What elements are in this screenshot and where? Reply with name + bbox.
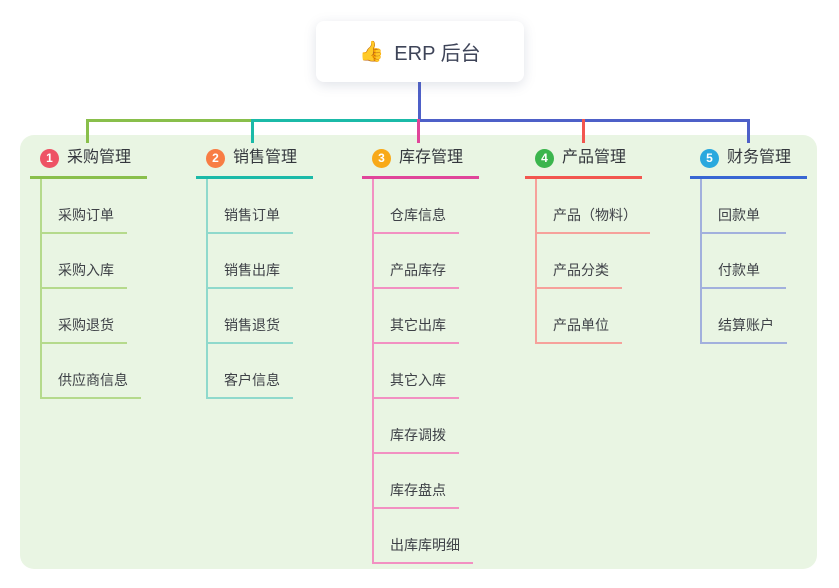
branch-4-children: 产品（物料）产品分类产品单位 [535, 179, 650, 344]
child-node[interactable]: 结算账户 [700, 289, 787, 344]
branch-1-children: 采购订单采购入库采购退货供应商信息 [40, 179, 147, 399]
branch-title-label: 库存管理 [399, 149, 464, 166]
branches-container [20, 135, 817, 569]
child-node[interactable]: 客户信息 [206, 344, 293, 399]
branch-2: 2 销售管理销售订单销售出库销售退货客户信息 [196, 147, 313, 399]
branch-4-header[interactable]: 4 产品管理 [525, 147, 642, 179]
child-node[interactable]: 其它出库 [372, 289, 459, 344]
child-node[interactable]: 采购入库 [40, 234, 127, 289]
child-node[interactable]: 付款单 [700, 234, 786, 289]
child-node[interactable]: 产品库存 [372, 234, 459, 289]
child-node[interactable]: 产品（物料） [535, 179, 650, 234]
branch-3-header[interactable]: 3 库存管理 [362, 147, 479, 179]
child-node[interactable]: 库存调拨 [372, 399, 459, 454]
branch-4: 4 产品管理产品（物料）产品分类产品单位 [525, 147, 650, 344]
branch-number-badge: 1 [40, 148, 59, 168]
branch-2-header[interactable]: 2 销售管理 [196, 147, 313, 179]
child-node[interactable]: 销售出库 [206, 234, 293, 289]
branch-5-header[interactable]: 5 财务管理 [690, 147, 807, 179]
branch-vertical-line [535, 179, 537, 344]
child-node[interactable]: 销售退货 [206, 289, 293, 344]
root-node[interactable]: 👍 ERP 后台 [316, 21, 524, 82]
connector-bus-segment-1 [86, 119, 252, 122]
branch-number-badge: 4 [535, 148, 554, 168]
child-node[interactable]: 销售订单 [206, 179, 293, 234]
branch-1-header[interactable]: 1 采购管理 [30, 147, 147, 179]
thumbs-up-icon: 👍 [359, 40, 385, 63]
child-node[interactable]: 产品单位 [535, 289, 622, 344]
connector-bus-segment-2 [252, 119, 419, 122]
branch-5: 5 财务管理回款单付款单结算账户 [690, 147, 807, 344]
branch-number-badge: 2 [206, 148, 225, 168]
child-node[interactable]: 出库库明细 [372, 509, 473, 564]
branch-title-label: 采购管理 [67, 149, 132, 166]
branch-4-drop-connector [582, 119, 585, 143]
child-node[interactable]: 采购退货 [40, 289, 127, 344]
branch-number-badge: 5 [700, 148, 719, 168]
branch-title-label: 销售管理 [233, 149, 298, 166]
branch-title-label: 产品管理 [562, 149, 627, 166]
branch-vertical-line [372, 179, 374, 564]
child-node[interactable]: 回款单 [700, 179, 786, 234]
branch-2-drop-connector [251, 119, 254, 143]
branch-5-drop-connector [747, 119, 750, 143]
branch-title-label: 财务管理 [727, 149, 792, 166]
root-title: ERP 后台 [394, 43, 481, 65]
branch-5-children: 回款单付款单结算账户 [700, 179, 807, 344]
branch-vertical-line [40, 179, 42, 399]
child-node[interactable]: 采购订单 [40, 179, 127, 234]
root-connector-line [418, 82, 421, 121]
branch-1-drop-connector [86, 119, 89, 143]
child-node[interactable]: 供应商信息 [40, 344, 141, 399]
branch-2-children: 销售订单销售出库销售退货客户信息 [206, 179, 313, 399]
branch-vertical-line [206, 179, 208, 399]
branch-3-children: 仓库信息产品库存其它出库其它入库库存调拨库存盘点出库库明细 [372, 179, 479, 564]
child-node[interactable]: 其它入库 [372, 344, 459, 399]
child-node[interactable]: 库存盘点 [372, 454, 459, 509]
child-node[interactable]: 仓库信息 [372, 179, 459, 234]
branch-3-drop-connector [417, 119, 420, 143]
branch-number-badge: 3 [372, 148, 391, 168]
branch-3: 3 库存管理仓库信息产品库存其它出库其它入库库存调拨库存盘点出库库明细 [362, 147, 479, 564]
branch-vertical-line [700, 179, 702, 344]
child-node[interactable]: 产品分类 [535, 234, 622, 289]
branch-1: 1 采购管理采购订单采购入库采购退货供应商信息 [30, 147, 147, 399]
